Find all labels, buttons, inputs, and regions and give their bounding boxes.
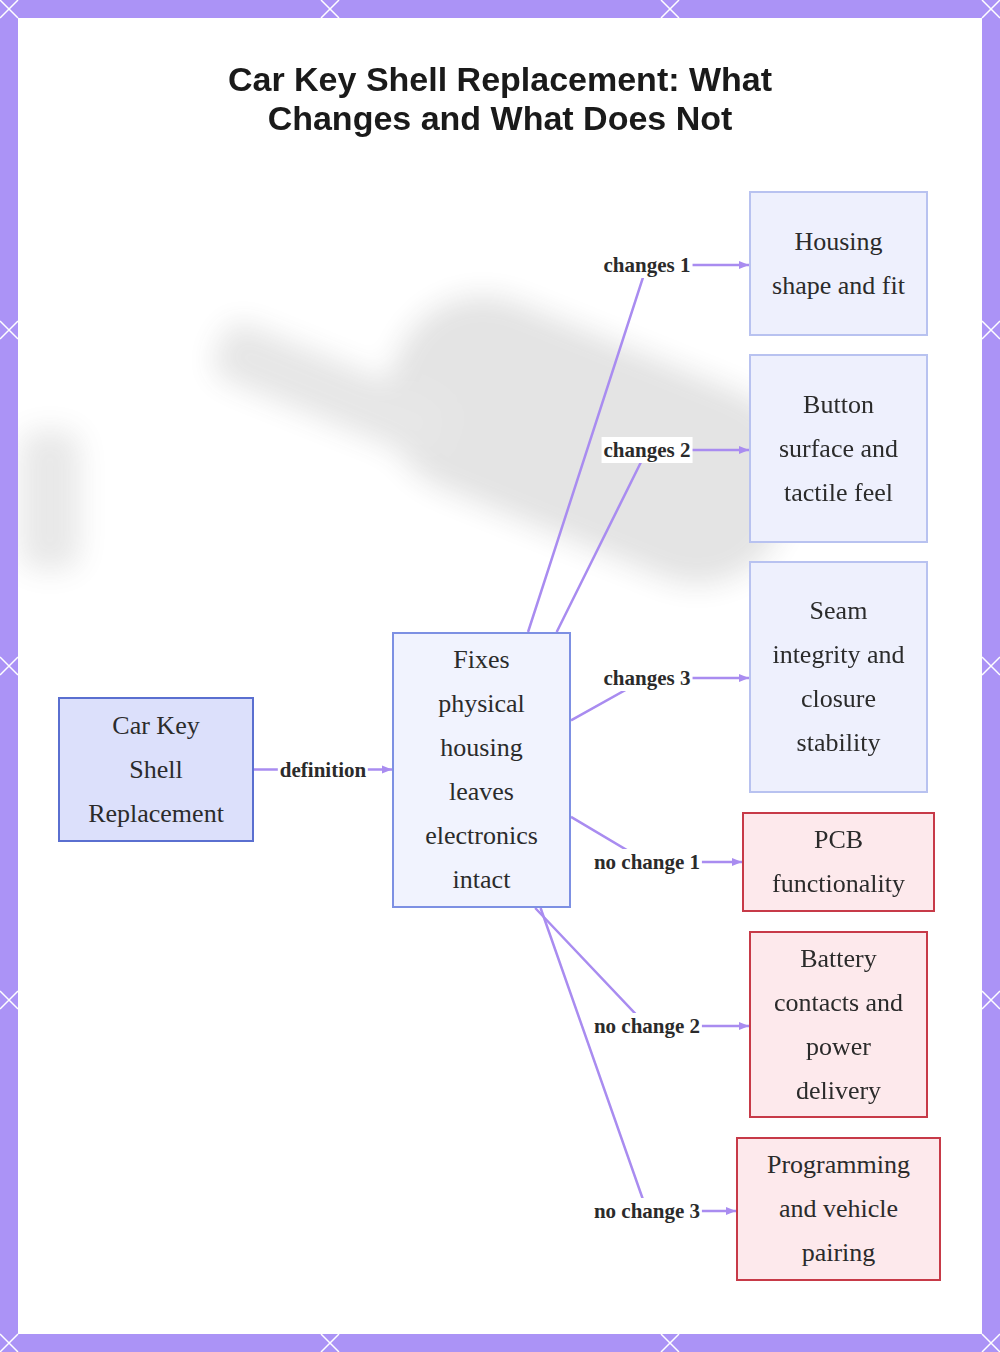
edge-label: definition xyxy=(278,757,368,783)
node-text: Programming and vehicle pairing xyxy=(755,1143,923,1275)
frame-mark xyxy=(321,0,339,18)
edge-label: changes 3 xyxy=(602,665,693,691)
page-frame xyxy=(9,9,991,1343)
frame-mark xyxy=(0,321,18,339)
background-key-illustration xyxy=(20,269,822,612)
node-text: Housing shape and fit xyxy=(763,220,915,308)
node-text: Car Key Shell Replacement xyxy=(86,704,226,836)
node-text: Button surface and tactile feel xyxy=(763,383,915,515)
node-text: PCB functionality xyxy=(759,818,919,906)
concept-box: Seam integrity and closure stability xyxy=(749,561,928,793)
concept-box: Button surface and tactile feel xyxy=(749,354,928,543)
node-text: Battery contacts and power delivery xyxy=(763,937,915,1113)
concept-box: PCB functionality xyxy=(742,812,935,912)
frame-mark xyxy=(982,0,1000,18)
edge-label: no change 2 xyxy=(592,1013,702,1039)
connector-arrow xyxy=(541,908,736,1211)
key-edge-shape xyxy=(20,430,80,570)
edge-label: no change 1 xyxy=(592,849,702,875)
edge-label: changes 1 xyxy=(602,252,693,278)
connector-arrow xyxy=(557,450,749,632)
connector-arrow xyxy=(528,265,749,632)
concept-box: Programming and vehicle pairing xyxy=(736,1137,941,1281)
frame-mark xyxy=(661,1334,679,1352)
node-text: Fixes physical housing leaves electronic… xyxy=(417,638,547,902)
key-blade-shape xyxy=(207,317,452,463)
frame-mark xyxy=(982,1334,1000,1352)
concept-box: Car Key Shell Replacement xyxy=(58,697,254,842)
connector-arrow xyxy=(535,908,749,1026)
frame-mark xyxy=(0,991,18,1009)
frame-mark xyxy=(0,657,18,675)
concept-box: Housing shape and fit xyxy=(749,191,928,336)
frame-mark xyxy=(0,0,18,18)
frame-mark xyxy=(661,0,679,18)
edge-label: changes 2 xyxy=(602,437,693,463)
edge-label: no change 3 xyxy=(592,1198,702,1224)
diagram-title: Car Key Shell Replacement: What Changes … xyxy=(190,60,810,138)
frame-mark xyxy=(982,321,1000,339)
frame-mark xyxy=(982,657,1000,675)
frame-mark xyxy=(982,991,1000,1009)
frame-mark xyxy=(321,1334,339,1352)
concept-box: Fixes physical housing leaves electronic… xyxy=(392,632,571,908)
concept-box: Battery contacts and power delivery xyxy=(749,931,928,1118)
node-text: Seam integrity and closure stability xyxy=(764,589,914,765)
frame-mark xyxy=(0,1334,18,1352)
